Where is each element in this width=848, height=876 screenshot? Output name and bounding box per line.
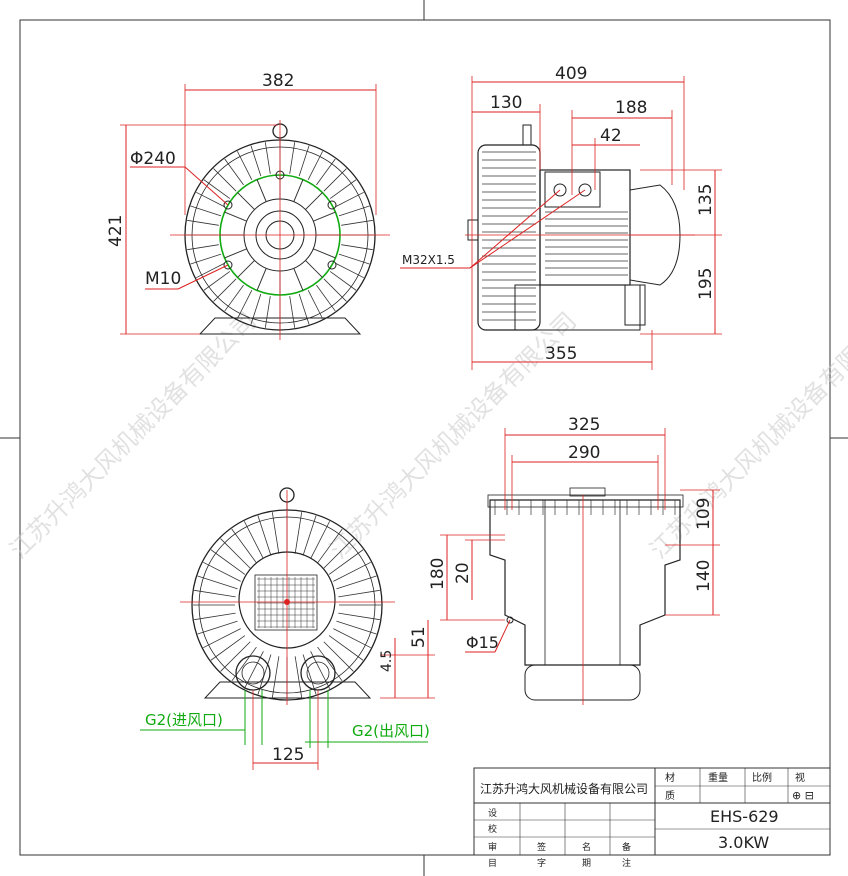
rear-view: 51 4.5 G2(进风口) G2(出风口) 125 [140, 487, 435, 770]
bolt-hole [223, 260, 233, 270]
footer-2: 字 [537, 857, 546, 869]
mounting-hole [506, 616, 514, 624]
review-label: 审 [488, 841, 497, 853]
projection-symbol: ⊕ ⊟ [792, 789, 814, 802]
height-dimension: 421 [106, 215, 126, 247]
plan-body [489, 499, 681, 666]
design-label: 设 [488, 808, 497, 819]
footer-1: 目 [488, 858, 497, 869]
company-name: 江苏升鸿大风机械设备有限公司 [480, 781, 648, 796]
dim-51: 51 [409, 626, 429, 648]
diameter-dimension: Φ240 [130, 149, 176, 169]
housing-side [477, 144, 541, 331]
outlet-label: G2(出风口) [352, 722, 430, 740]
dim-140: 140 [694, 560, 714, 592]
view-label: 视 [795, 771, 805, 784]
side-fins [482, 151, 536, 321]
inlet-label: G2(进风口) [145, 711, 223, 729]
thread-dimension: M32X1.5 [402, 253, 455, 267]
check-label: 校 [488, 823, 497, 835]
total-length-dimension: 409 [555, 64, 587, 84]
bolt-hole [327, 260, 337, 270]
rear-base [203, 681, 372, 699]
footer-4: 注 [622, 857, 631, 869]
watermark: 江苏升鸿大风机械设备有限公司 江苏升鸿大风机械设备有限公司 江苏升鸿大风机械设备… [4, 307, 848, 564]
terminal-box [544, 171, 601, 208]
base-foot [198, 317, 362, 335]
bolt-dimension: M10 [145, 269, 181, 289]
power-rating: 3.0KW [718, 833, 769, 852]
name-label: 名 [582, 841, 591, 853]
dim-188: 188 [615, 98, 647, 118]
plan-ribs [494, 500, 676, 515]
plan-view: 325 290 109 140 180 20 Φ15 [428, 415, 720, 705]
svg-text:江苏升鸿大风机械设备有限公司: 江苏升鸿大风机械设备有限公司 [324, 307, 581, 564]
dim-42: 42 [600, 126, 622, 146]
bolt-hole [223, 200, 233, 210]
material-label-2: 质 [665, 790, 675, 802]
outlet-port [300, 655, 336, 691]
title-block: 江苏升鸿大风机械设备有限公司 材 质 重量 比例 视 ⊕ ⊟ 设 校 审 签 名… [473, 767, 831, 869]
dim-180: 180 [428, 558, 448, 590]
dim-290: 290 [568, 443, 600, 463]
dim-195: 195 [696, 268, 716, 300]
front-view: 382 421 Φ240 M10 [106, 71, 390, 340]
hole-dimension: Φ15 [466, 633, 499, 652]
svg-text:江苏升鸿大风机械设备有限公司: 江苏升鸿大风机械设备有限公司 [4, 307, 261, 564]
cooling-fins [186, 141, 374, 329]
scale-label: 比例 [752, 771, 772, 784]
model-number: EHS-629 [710, 807, 779, 826]
width-dimension: 382 [262, 71, 294, 91]
svg-text:江苏升鸿大风机械设备有限公司: 江苏升鸿大风机械设备有限公司 [644, 307, 848, 564]
side-view: 409 130 188 42 M32X1.5 135 195 355 [400, 64, 722, 370]
dim-20: 20 [453, 562, 473, 584]
fan-grille [257, 577, 315, 628]
bolt-hole [327, 200, 337, 210]
base-length-dimension: 355 [545, 344, 577, 364]
weight-label: 重量 [708, 771, 728, 784]
dim-4-5: 4.5 [379, 650, 395, 672]
sign-label: 签 [537, 841, 546, 853]
dim-109: 109 [694, 498, 714, 530]
footer-3: 期 [582, 858, 591, 869]
side-base [514, 284, 641, 331]
port-spacing-dimension: 125 [272, 745, 304, 765]
motor-ribs [545, 211, 628, 276]
note-label: 备 [622, 841, 631, 853]
dim-325: 325 [568, 415, 600, 435]
material-label: 材 [665, 771, 675, 784]
dim-130: 130 [490, 93, 522, 113]
dim-135: 135 [696, 184, 716, 216]
